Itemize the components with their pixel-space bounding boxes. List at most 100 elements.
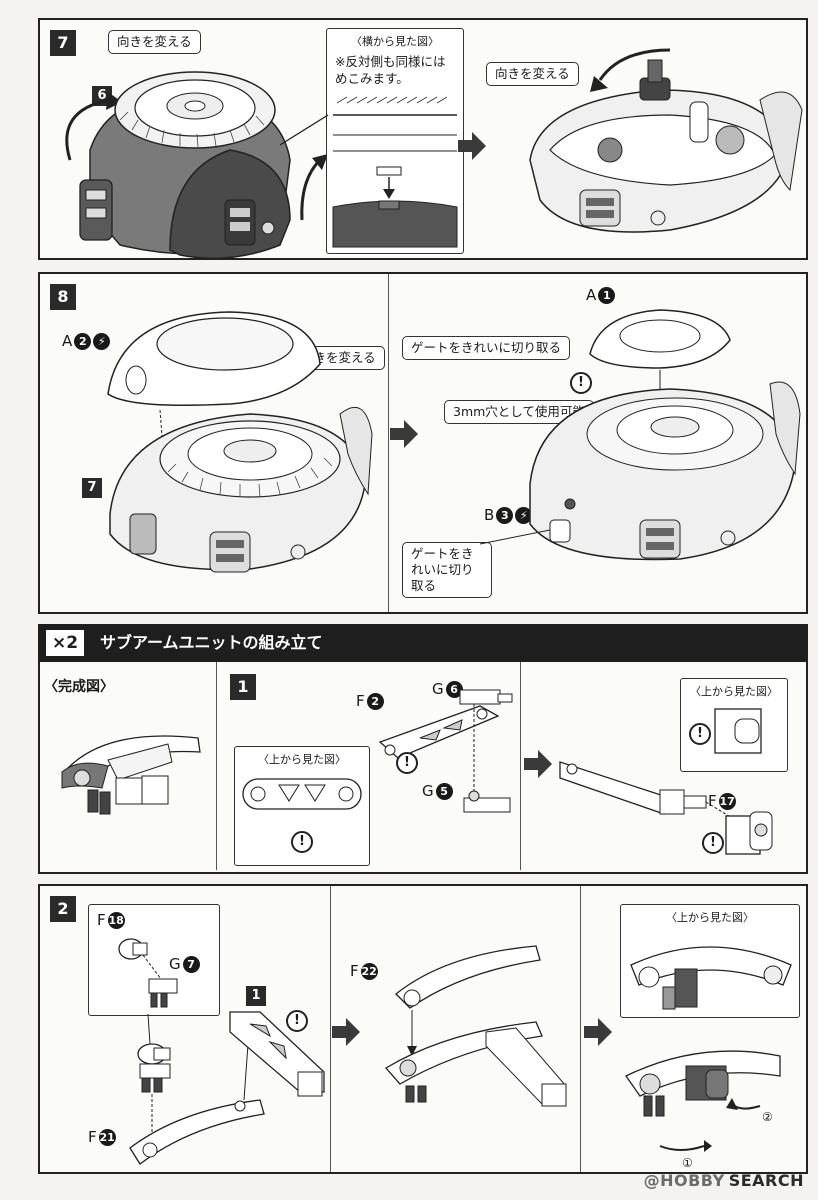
subarm-step-1-number: 1: [230, 674, 256, 700]
part-f22-letter: F: [350, 962, 359, 980]
top-view-title-f2: 〈上から見た図〉: [258, 753, 346, 766]
subarm-step-2-number: 2: [50, 896, 76, 922]
part-a2-number: 2: [74, 332, 92, 350]
part-f21-letter: F: [88, 1128, 97, 1146]
part-ref-1: 1: [246, 986, 266, 1006]
top-view-f2-drawing: [242, 778, 362, 810]
caution-icon-assembly-1: !: [286, 1010, 308, 1032]
step-8-result-drawing: [479, 309, 801, 561]
complete-subarm-drawing: [61, 735, 201, 815]
caution-icon-f17: !: [702, 832, 724, 854]
step2-arrow-2: [584, 1018, 612, 1046]
step-7-result-turn-callout: 向きを変える: [486, 62, 579, 86]
top-view-step2-drawing: [630, 946, 792, 1010]
caution-icon-f2: !: [396, 752, 418, 774]
f18-g7-inset: F 18 G 7: [88, 904, 220, 1016]
part-g5-letter: G: [422, 782, 434, 800]
part-f21-label: F 21: [88, 1128, 116, 1146]
top-view-inset-f2: 〈上から見た図〉 !: [234, 746, 370, 866]
part-b3-letter: B: [484, 506, 495, 524]
subarm-step-2-panel: 2 F 18 G 7: [38, 884, 808, 1174]
inset-pointer: [279, 114, 329, 146]
part-f17-letter: F: [708, 792, 717, 810]
part-f17-label: F 17: [708, 792, 736, 810]
step-8-panel: 8 A 2 ⚡ 向きを変える 7: [38, 272, 808, 614]
part-a1-label: A 1: [586, 286, 616, 304]
part-f22-number: 22: [360, 962, 378, 980]
caution-icon-1: !: [570, 372, 592, 394]
part-f17-number: 17: [718, 792, 736, 810]
step-7-result-drawing: [529, 48, 803, 233]
step-8-next-arrow: [390, 420, 418, 448]
part-f2-letter: F: [356, 692, 365, 710]
step-7-assembly-drawing: [65, 71, 328, 260]
section-title: サブアームユニットの組み立て: [100, 633, 323, 652]
part-f17-drawing: [725, 811, 773, 855]
caution-icon-top-f2: !: [291, 831, 313, 853]
step1-divider: [520, 662, 521, 870]
step2-divider-1: [330, 886, 331, 1172]
cut-icon: ⚡: [93, 332, 111, 350]
part-f2-number: 2: [366, 692, 384, 710]
step1-result-drawing: [559, 761, 733, 819]
gate-cut-note-1: ゲートをきれいに切り取る: [402, 336, 571, 360]
watermark-text: SEARCH: [728, 1171, 804, 1190]
part-b3-number: 3: [496, 506, 514, 524]
step-7-panel: 7 向きを変える 6: [38, 18, 808, 260]
watermark-logo: @HOBBY: [643, 1171, 725, 1190]
motion-marker-2: ②: [762, 1110, 773, 1124]
step-8-number: 8: [50, 284, 76, 310]
step1-parts-drawing: [378, 689, 513, 813]
hobby-search-watermark: @HOBBY SEARCH: [644, 1171, 804, 1190]
side-view-title: 〈横から見た図〉: [351, 35, 439, 48]
step-7-number: 7: [50, 30, 76, 56]
subarm-section-header: ×2 サブアームユニットの組み立て: [38, 624, 808, 662]
step-8-assembly-drawing: [107, 311, 373, 573]
side-view-inset: 〈横から見た図〉 ※反対側も同様にはめこみます。: [326, 28, 464, 254]
step-7-next-arrow: [458, 132, 486, 160]
step2-arrow-1: [332, 1018, 360, 1046]
part-f22-label: F 22: [350, 962, 378, 980]
part-a1-number: 1: [598, 286, 616, 304]
part-a2-label: A 2 ⚡: [62, 332, 111, 350]
part-f2-label: F 2: [356, 692, 384, 710]
step2-middle-drawing: [384, 945, 567, 1107]
side-view-note: ※反対側も同様にはめこみます。: [335, 54, 446, 86]
part-g5-label: G 5: [422, 782, 453, 800]
top-view-inset-f17: 〈上から見た図〉 !: [680, 678, 788, 772]
step-8-divider: [388, 274, 389, 612]
part-f18-number: 18: [107, 911, 125, 929]
step2-left-drawing: [129, 1013, 265, 1165]
top-view-inset-step2: 〈上から見た図〉: [620, 904, 800, 1018]
quantity-badge: ×2: [46, 630, 85, 656]
part-a2-letter: A: [62, 332, 73, 350]
top-view-title-f17: 〈上から見た図〉: [690, 685, 778, 698]
part-g5-number: 5: [435, 782, 453, 800]
step2-divider-2: [580, 886, 581, 1172]
top-view-title-step2: 〈上から見た図〉: [666, 911, 754, 924]
step-7-turn-callout: 向きを変える: [108, 30, 201, 54]
step2-final-drawing: [625, 1050, 781, 1152]
part-g6-label: G 6: [432, 680, 463, 698]
gate-cut-note-2: ゲートをきれいに切り取る: [402, 542, 492, 598]
part-g7-number: 7: [182, 955, 200, 973]
part-g7-label: G 7: [169, 955, 200, 973]
part-f18-label: F 18: [97, 911, 125, 929]
part-f21-number: 21: [98, 1128, 116, 1146]
motion-marker-1: ①: [682, 1156, 693, 1170]
part-g6-letter: G: [432, 680, 444, 698]
part-f18-letter: F: [97, 911, 106, 929]
top-view-f17-drawing: [714, 708, 762, 754]
part-ref-7: 7: [82, 478, 102, 498]
caution-icon-top-f17: !: [689, 723, 711, 745]
part-g6-number: 6: [445, 680, 463, 698]
part-a1-letter: A: [586, 286, 597, 304]
part-b3-label: B 3 ⚡: [484, 506, 533, 524]
subarm-step-1-panel: 〈完成図〉 1 F 2 G 6 G 5: [38, 662, 808, 874]
part-g7-letter: G: [169, 955, 181, 973]
f18-g7-drawing: [118, 938, 178, 1008]
step1-next-arrow: [524, 750, 552, 778]
complete-divider: [216, 662, 217, 870]
cut-icon-b: ⚡: [515, 506, 533, 524]
